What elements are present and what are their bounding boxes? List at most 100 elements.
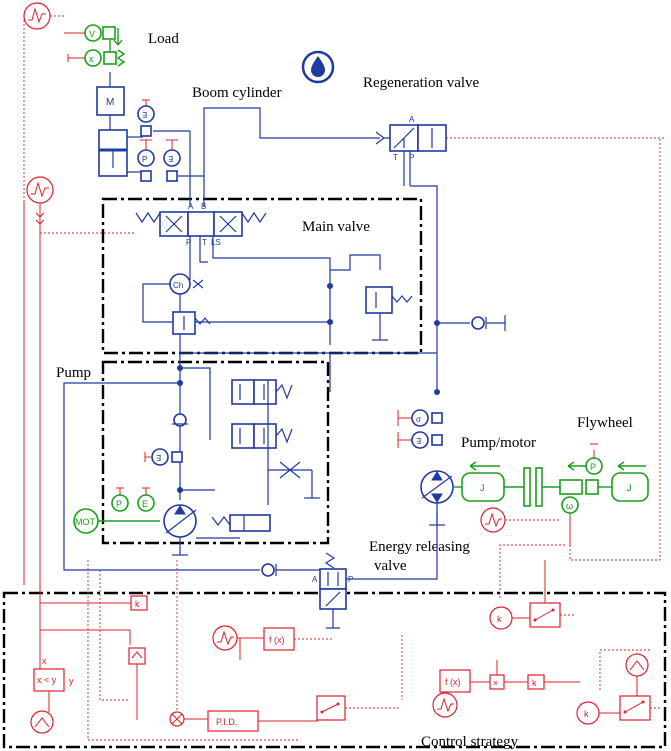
svg-text:f (x): f (x): [445, 677, 461, 687]
pump-label: Pump: [56, 365, 91, 381]
drivetrain: J J: [453, 461, 649, 507]
gain-block-top: k: [40, 595, 148, 611]
pump-frame: [101, 360, 330, 545]
control-strategy-frame: [2, 591, 667, 749]
switch-block-mid: [316, 695, 400, 721]
junction: [327, 319, 333, 325]
pid-block: P.I.D.: [207, 710, 318, 732]
constant-source-left: [30, 710, 54, 734]
svg-text:k: k: [584, 709, 589, 719]
motor: MOT: [73, 508, 160, 534]
summing-junction: [169, 560, 208, 727]
signal-source-mid: [212, 625, 264, 660]
load-signal-source: [23, 2, 64, 200]
pump-check-valve: [172, 413, 188, 427]
svg-text:A: A: [409, 115, 415, 124]
regen-to-pumpmotor: [410, 185, 438, 392]
svg-text:Ch: Ch: [173, 281, 183, 290]
svg-text:M: M: [106, 97, 114, 108]
flywheel-feedback: [569, 138, 661, 561]
orifice: [268, 461, 320, 499]
hydraulic-fluid-icon: [301, 50, 335, 84]
control-branch: [40, 629, 131, 645]
switch-block-right-bottom: [619, 695, 662, 721]
svg-text:∃: ∃: [168, 155, 173, 164]
svg-text:x < y: x < y: [37, 675, 57, 685]
load-label: Load: [148, 31, 179, 47]
gain-block-right: k: [527, 674, 580, 690]
junction: [327, 283, 333, 289]
main-valve-frame: [101, 197, 423, 355]
pressure-comp-valve: [172, 311, 330, 335]
limiter-block: [128, 647, 146, 720]
svg-text:T: T: [202, 238, 207, 247]
svg-text:k: k: [532, 678, 537, 688]
svg-text:E: E: [142, 499, 148, 509]
flywheel-to-control: [499, 544, 565, 600]
pump-ls-line: [180, 367, 211, 440]
pump-motor-sensors: σ ∃: [397, 409, 443, 449]
pump-bypass-line: [63, 382, 260, 571]
svg-text:f (x): f (x): [269, 635, 285, 645]
svg-text:LS: LS: [211, 238, 221, 247]
control-link-3: [99, 570, 130, 701]
main-valve-ls: [212, 236, 331, 345]
svg-text:P: P: [116, 499, 122, 509]
svg-text:P: P: [409, 153, 414, 162]
boom-cylinder-label: Boom cylinder: [192, 85, 282, 101]
check-valve-ch: Ch: [142, 273, 204, 323]
function-block-mid: f (x): [263, 627, 334, 651]
pump-pressure-sensor: ∃: [144, 448, 183, 466]
boom-cylinder: M: [96, 72, 143, 177]
cylinder-sensors: ∃ P ∃: [137, 99, 181, 182]
signal-source-pumpmotor: [480, 507, 560, 533]
ls-control-valve-2: [231, 423, 293, 449]
svg-text:y: y: [69, 676, 74, 686]
erv-check-valve: [261, 563, 320, 577]
svg-text:×: ×: [493, 678, 498, 688]
energy-releasing-valve: A P: [312, 552, 353, 629]
switch-block-right-top: [529, 560, 575, 628]
main-valve-tank: [199, 236, 208, 263]
flywheel-speed-sensor: ω: [561, 496, 579, 545]
svg-text:J: J: [480, 483, 485, 493]
svg-text:MOT: MOT: [75, 517, 95, 527]
svg-text:P.I.D.: P.I.D.: [216, 717, 237, 727]
pump-motor-label: Pump/motor: [461, 435, 536, 451]
svg-text:∃: ∃: [142, 111, 147, 120]
multiplier-block: ×: [489, 660, 528, 690]
svg-text:A: A: [312, 575, 318, 584]
relief-valve: [365, 286, 413, 341]
control-strategy-label: Control strategy: [421, 734, 519, 750]
pump-actuator: [196, 514, 271, 539]
flywheel-label: Flywheel: [577, 415, 633, 431]
svg-text:∃: ∃: [156, 454, 161, 463]
main-valve-label: Main valve: [302, 219, 370, 235]
gain-circle-top: k: [489, 606, 530, 630]
junction: [434, 389, 440, 395]
function-block-right: f (x): [439, 669, 490, 693]
ls-control-valve-1: [231, 379, 293, 405]
tank-check-valve: [437, 315, 506, 331]
gain-circle-bottom: k: [576, 701, 620, 725]
load-force-source: x: [67, 49, 126, 67]
main-valve: A B P T LS: [135, 202, 267, 247]
svg-text:P: P: [186, 238, 191, 247]
svg-text:V: V: [89, 29, 95, 39]
flywheel-pressure-sensor: P: [585, 443, 603, 475]
line-to-regen: [203, 107, 380, 139]
valve-signal-source: [26, 176, 54, 240]
variable-pump: [163, 504, 197, 556]
svg-text:k: k: [135, 599, 140, 609]
svg-text:B: B: [201, 202, 206, 211]
constant-source-right: [625, 653, 649, 696]
regeneration-valve: A T P: [375, 115, 665, 162]
erv-to-pumpmotor: [346, 510, 438, 580]
svg-text:J: J: [627, 483, 632, 493]
svg-text:k: k: [497, 614, 502, 624]
svg-text:P: P: [590, 462, 596, 472]
load-velocity-source: V: [64, 24, 123, 46]
comparator-block: x < y x y: [33, 640, 74, 712]
